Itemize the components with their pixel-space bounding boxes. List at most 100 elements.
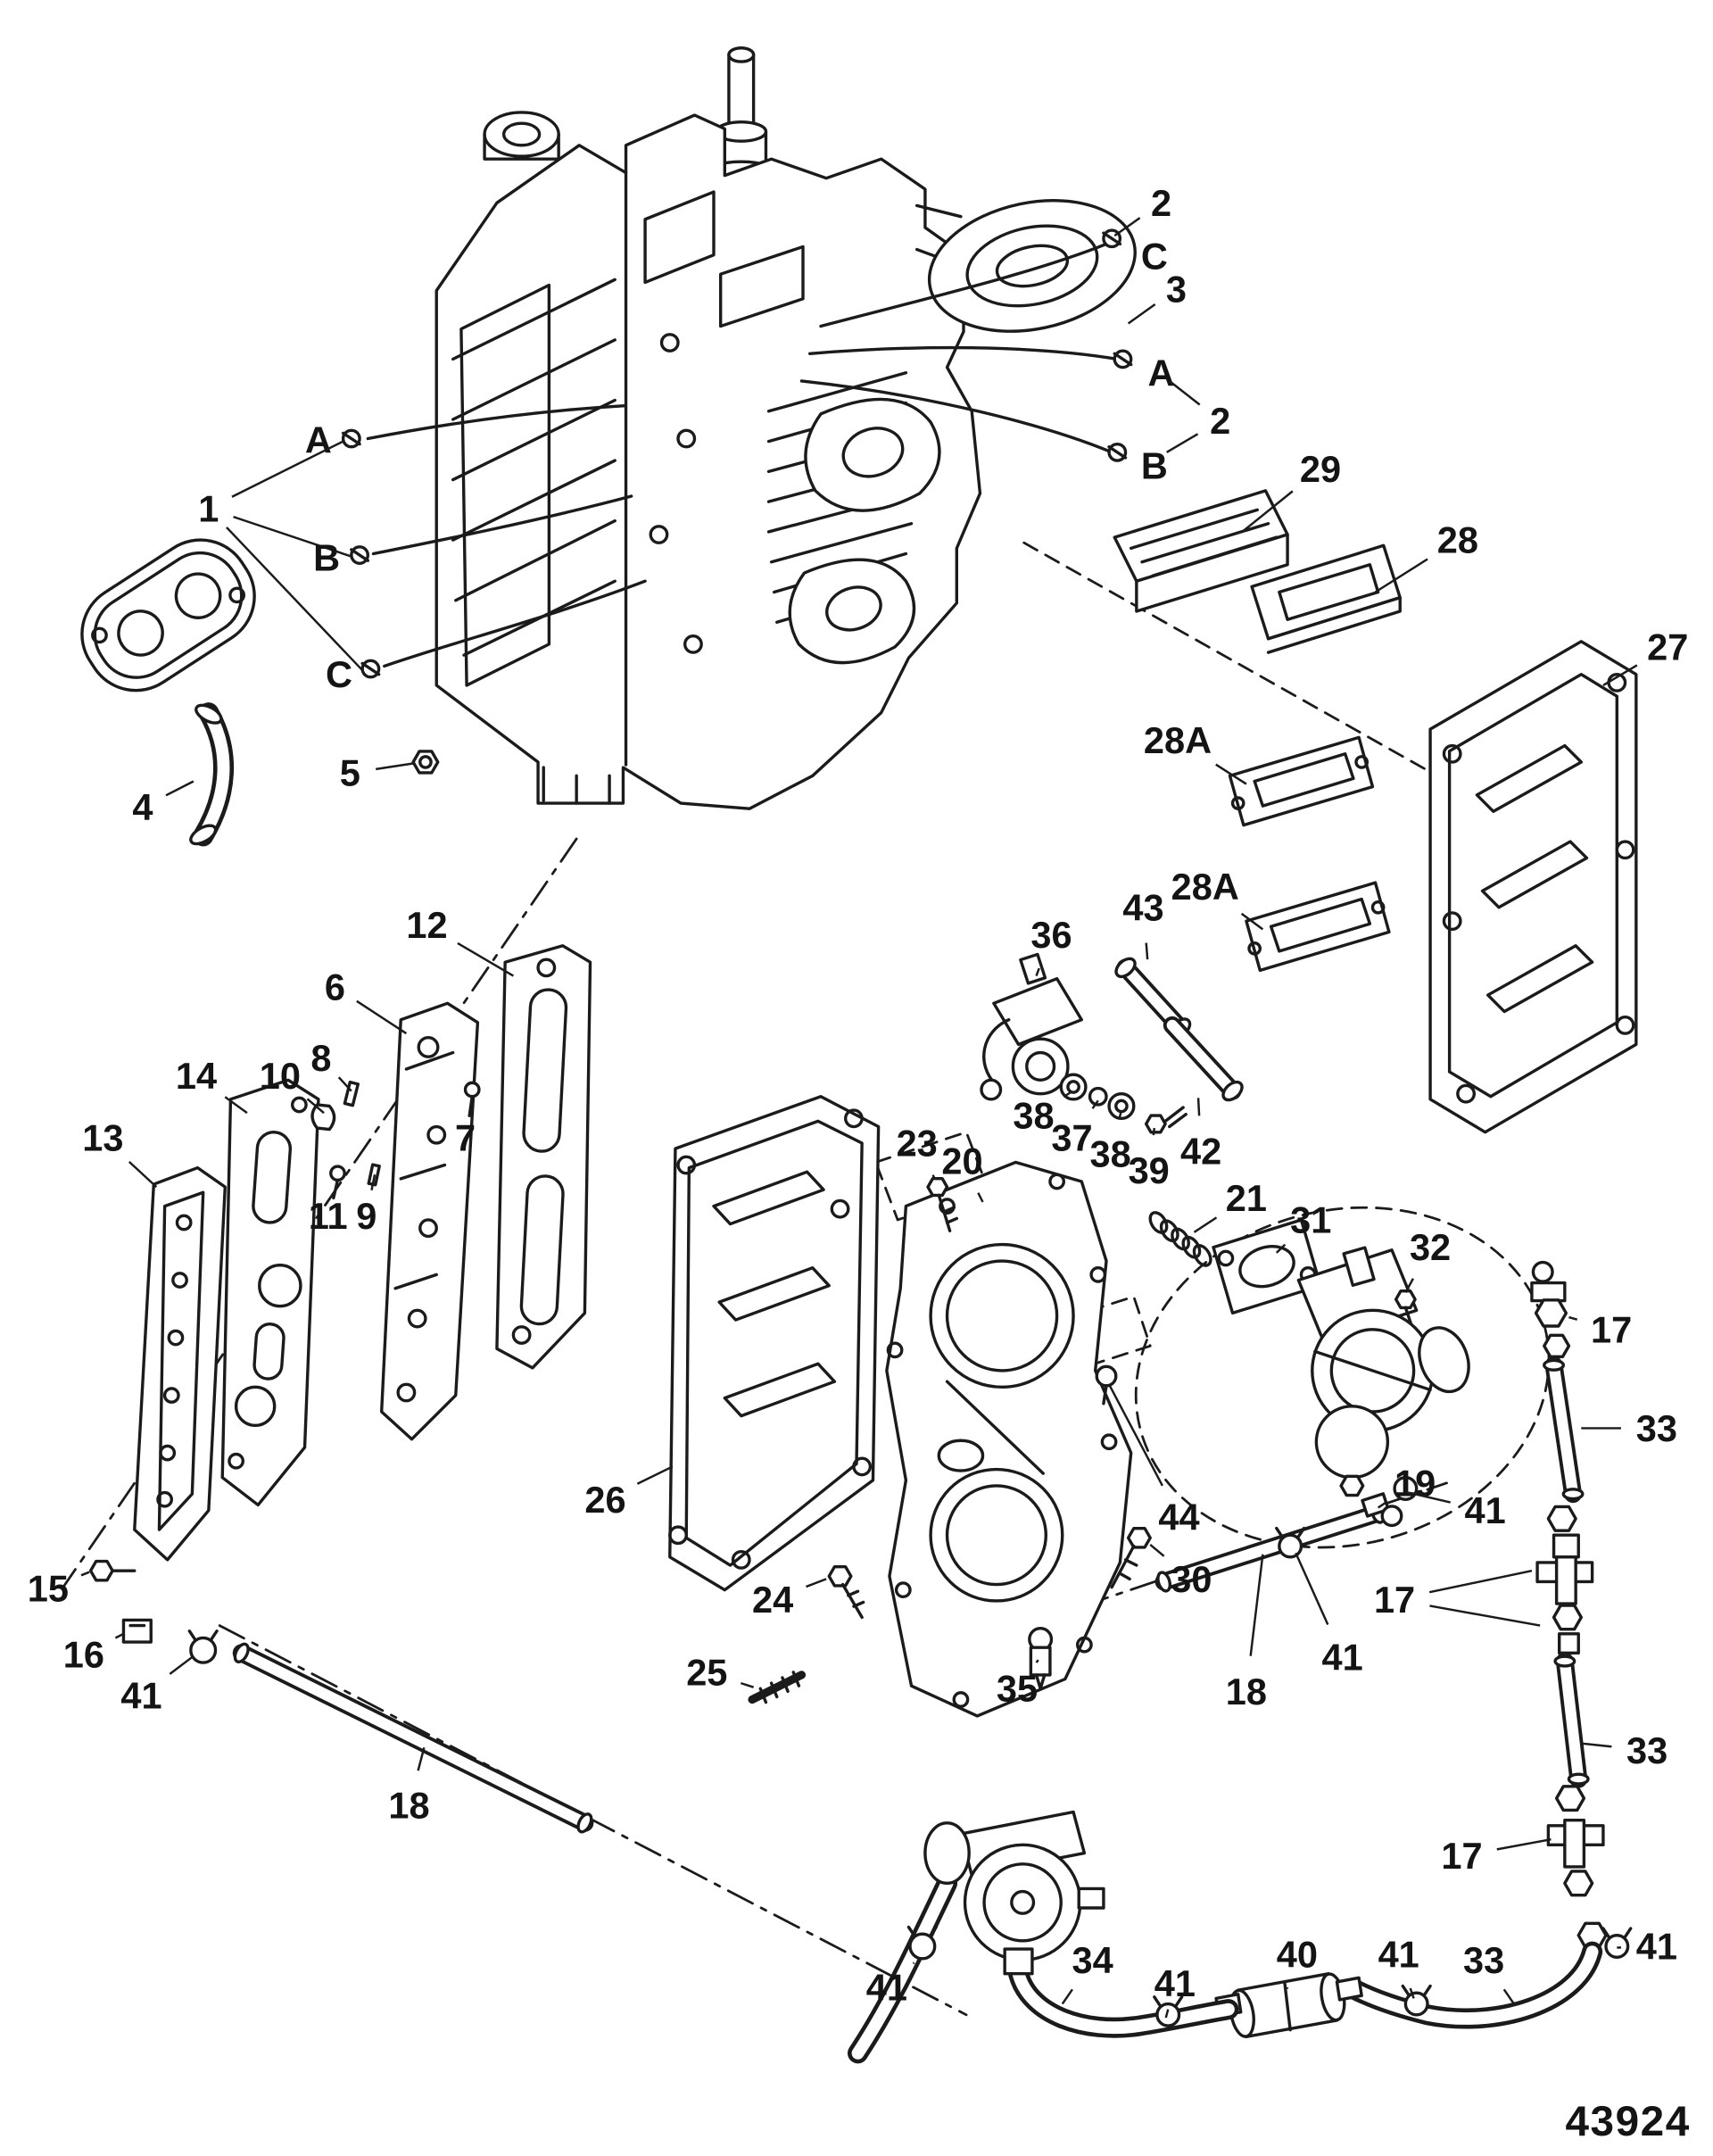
reed-block	[1113, 489, 1289, 613]
callout-12: 12	[406, 904, 447, 946]
callout-30: 30	[1171, 1558, 1212, 1600]
leader-line	[468, 1098, 474, 1113]
leader-line	[1429, 1605, 1541, 1627]
leader-line	[740, 1681, 754, 1688]
stud-25	[748, 1671, 807, 1704]
leader-line	[1215, 763, 1247, 785]
leader-line	[1602, 664, 1638, 687]
callout-6: 6	[325, 966, 345, 1008]
leader-line	[417, 1746, 426, 1771]
hose-clamp-41	[1278, 1533, 1303, 1559]
leader-line	[1240, 912, 1264, 931]
hose-clamp-41	[1403, 1991, 1429, 2017]
port-cover-6	[380, 1001, 480, 1441]
callout-43: 43	[1122, 886, 1163, 928]
fuel-filter-40	[1214, 1972, 1363, 2039]
callout-28: 28	[1437, 519, 1478, 561]
crankcase-cover-20	[885, 1160, 1133, 1718]
callout-4: 4	[132, 786, 153, 828]
leader-line	[1428, 1569, 1533, 1594]
leader-line	[231, 440, 344, 498]
leader-line	[1169, 380, 1201, 406]
leader-line	[1063, 1091, 1072, 1099]
leader-line	[1061, 1988, 1073, 2005]
callout-28A: 28A	[1144, 719, 1212, 761]
callout-29: 29	[1300, 448, 1341, 490]
callout-25: 25	[686, 1651, 727, 1693]
leader-line	[1196, 1098, 1201, 1116]
valve-35	[1028, 1626, 1054, 1690]
callout-2: 2	[1151, 182, 1171, 224]
leader-line	[370, 1174, 377, 1190]
leader-line	[1408, 1491, 1451, 1504]
drawing-number: 43924	[1565, 2098, 1690, 2145]
callout-14: 14	[176, 1055, 217, 1097]
callout-33: 33	[1626, 1729, 1667, 1771]
leader-line	[337, 1076, 352, 1092]
leader-line	[806, 1578, 827, 1588]
callout-23: 23	[897, 1122, 938, 1164]
callout-27: 27	[1647, 626, 1688, 668]
callout-15: 15	[28, 1568, 69, 1610]
callout-35: 35	[997, 1668, 1038, 1710]
callout-41: 41	[120, 1674, 161, 1716]
leader-line	[1409, 1987, 1415, 1999]
link-wires	[366, 242, 1119, 668]
callout-B: B	[1141, 445, 1168, 487]
callout-41: 41	[1378, 1934, 1419, 1976]
check-valve-44	[1095, 1364, 1118, 1406]
fuel-pump-36	[980, 952, 1083, 1101]
callout-17: 17	[1374, 1579, 1415, 1621]
leader-line	[1377, 1501, 1386, 1509]
leader-line	[1113, 217, 1141, 237]
callout-13: 13	[82, 1116, 123, 1158]
leader-line	[306, 1098, 325, 1115]
bolt-24	[827, 1565, 865, 1620]
leader-line	[1107, 1383, 1164, 1487]
reed-plate-28a-2	[1245, 881, 1391, 973]
callout-42: 42	[1180, 1131, 1221, 1173]
hose-clamp-41	[1155, 2002, 1181, 2027]
bolt-32	[1394, 1289, 1417, 1326]
hose-clamp-41	[1604, 1934, 1630, 1959]
cylinder-block	[434, 46, 1137, 810]
bolt-23	[926, 1177, 958, 1232]
retainer-screws	[341, 228, 1133, 679]
fuel-tube-18-center	[1154, 1476, 1419, 1593]
carburetor	[1296, 1246, 1470, 1497]
callout-36: 36	[1030, 914, 1072, 956]
callout-B: B	[313, 537, 340, 579]
callout-31: 31	[1290, 1198, 1331, 1240]
callout-38: 38	[1013, 1095, 1054, 1137]
callout-8: 8	[310, 1037, 331, 1079]
callout-39: 39	[1129, 1149, 1170, 1191]
callout-41: 41	[1322, 1636, 1363, 1678]
callout-20: 20	[941, 1140, 982, 1182]
crankcase-gasket-26	[668, 1095, 881, 1592]
callout-41: 41	[866, 1967, 907, 2009]
callout-37: 37	[1051, 1116, 1092, 1158]
callout-9: 9	[356, 1195, 377, 1237]
callout-34: 34	[1072, 1939, 1113, 1981]
fuel-hose-33-bottom	[1345, 1927, 1633, 2029]
end-cap-gasket	[80, 538, 256, 692]
callout-26: 26	[584, 1479, 625, 1521]
leader-line	[165, 780, 194, 797]
leader-line	[1275, 1243, 1287, 1254]
callout-41: 41	[1636, 1926, 1677, 1968]
carb-gasket-31	[1212, 1218, 1322, 1315]
leader-line	[1166, 433, 1199, 453]
leader-line	[1581, 1742, 1612, 1748]
fuel-tube-18-left	[232, 1642, 594, 1834]
leader-line	[977, 1192, 984, 1203]
callout-2: 2	[1210, 400, 1230, 442]
callout-33: 33	[1463, 1939, 1504, 1981]
cover-gasket-14	[220, 1078, 320, 1507]
callout-33: 33	[1636, 1407, 1677, 1449]
nut-5	[411, 750, 440, 775]
elbow-fitting-19	[1361, 1492, 1390, 1518]
leader-line	[457, 941, 515, 977]
leader-line	[1249, 1554, 1264, 1656]
